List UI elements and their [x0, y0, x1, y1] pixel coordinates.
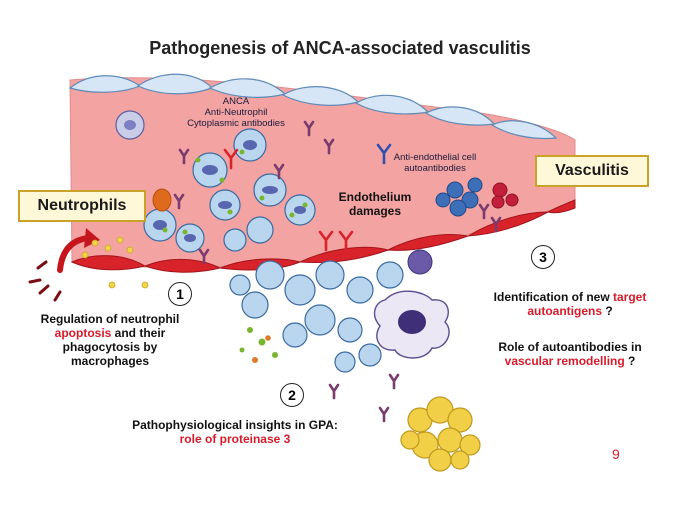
left-dashes	[28, 260, 62, 302]
anca-full-line1: Anti-Neutrophil	[204, 107, 268, 118]
page-number: 9	[612, 446, 620, 462]
point-3a-rest: ?	[602, 304, 613, 318]
point-3a-red1: target	[613, 290, 647, 304]
slide-title: Pathogenesis of ANCA-associated vasculit…	[149, 38, 531, 58]
point-3b-rest: ?	[624, 354, 636, 368]
point-1-number: 1	[168, 282, 192, 306]
point-3-number: 3	[531, 245, 555, 269]
anca-label: ANCA Anti-Neutrophil Cytoplasmic antibod…	[176, 96, 296, 129]
point-3a-red2: autoantigens	[527, 304, 602, 318]
antibodies	[173, 120, 502, 423]
point-3a-text: Identification of new target autoantigen…	[470, 290, 670, 318]
neutrophil-arrow	[57, 235, 91, 273]
neutrophils-box: Neutrophils	[18, 190, 146, 222]
extravasated-neutrophils	[229, 260, 404, 373]
monocyte	[407, 249, 433, 275]
yellow-dots	[81, 236, 149, 289]
point-2-text: Pathophysiological insights in GPA: role…	[100, 418, 370, 446]
point-3b-text: Role of autoantibodies in vascular remod…	[470, 340, 670, 368]
aeca-line2: autoantibodies	[404, 163, 466, 174]
point-1-line3: phagocytosis by	[62, 340, 158, 354]
vasculitis-box: Vasculitis	[535, 155, 649, 187]
adipose-cluster	[400, 396, 481, 472]
point-2-number: 2	[280, 383, 304, 407]
point-1-line4: macrophages	[70, 354, 150, 368]
point-2-line1: Pathophysiological insights in GPA:	[132, 418, 338, 432]
macrophage-nucleus	[398, 310, 426, 334]
red-cell-cluster	[491, 182, 519, 209]
orange-cell	[152, 188, 172, 212]
point-2-line2: role of proteinase 3	[179, 432, 291, 446]
point-3b-red: vascular remodelling	[504, 354, 625, 368]
aeca-line1: Anti-endothelial cell	[393, 152, 477, 163]
point-1-rest: and their	[111, 326, 166, 340]
plasma-cell-cluster	[435, 177, 483, 217]
point-3b-line2: vascular remodelling ?	[470, 354, 670, 368]
point-1-red: apoptosis	[54, 326, 112, 340]
anca-full-line2: Cytoplasmic antibodies	[187, 118, 285, 129]
aeca-label: Anti-endothelial cell autoantibodies	[375, 152, 495, 174]
vessel-wall	[69, 77, 576, 268]
endothelium-line1: Endothelium	[338, 190, 412, 204]
point-1-line2: apoptosis and their	[30, 326, 190, 340]
arrow-head	[84, 228, 100, 248]
neutrophil-nuclei	[124, 120, 306, 242]
point-1-text: Regulation of neutrophil apoptosis and t…	[30, 312, 190, 368]
point-3a-pre: Identification of new	[493, 290, 613, 304]
apoptotic-bodies-orange	[252, 335, 271, 363]
apoptotic-bodies	[239, 327, 278, 358]
point-3b-line1: Role of autoantibodies in	[498, 340, 642, 354]
point-1-line1: Regulation of neutrophil	[40, 312, 180, 326]
point-3a-line2: autoantigens ?	[470, 304, 670, 318]
granules	[162, 149, 308, 235]
endothelium-label: Endothelium damages	[325, 190, 425, 218]
endothelium-line2: damages	[348, 204, 402, 218]
anca-abbrev: ANCA	[222, 96, 250, 107]
point-3a-line1: Identification of new target	[470, 290, 670, 304]
endothelial-top-layer	[68, 73, 558, 140]
